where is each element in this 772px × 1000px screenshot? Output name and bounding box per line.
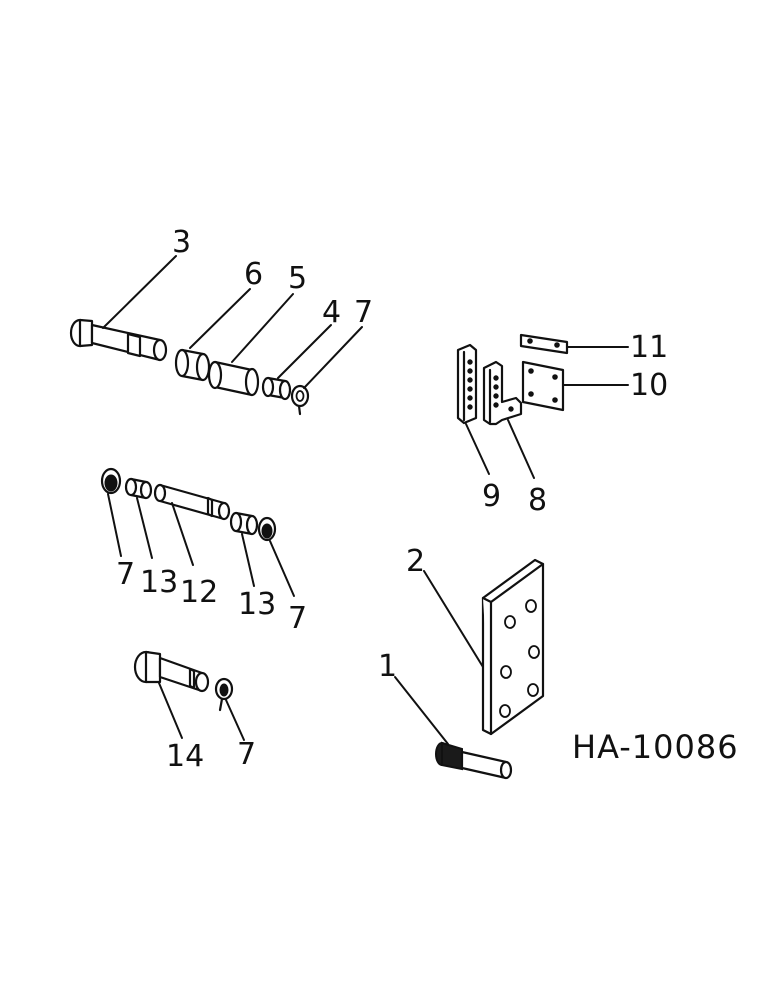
leader-4 <box>277 324 332 379</box>
clip-part-7-bottom <box>214 677 234 712</box>
bracket-part-9 <box>456 343 478 425</box>
plate-part-11 <box>519 333 569 355</box>
pin-part-12 <box>153 483 231 521</box>
bushing-part-5 <box>207 360 260 397</box>
mounting-plate-part-2 <box>481 558 545 736</box>
bushing-part-4 <box>261 376 292 401</box>
leader-5 <box>231 293 294 363</box>
pin-part-14 <box>133 650 210 693</box>
callout-8: 8 <box>528 483 547 518</box>
leader-7b <box>107 493 122 557</box>
leader-13b <box>241 533 255 587</box>
callout-2: 2 <box>406 544 425 579</box>
callout-7c: 7 <box>288 601 307 636</box>
stud-part-1 <box>435 741 513 780</box>
callout-10: 10 <box>630 368 668 403</box>
callout-13a: 13 <box>140 565 178 600</box>
callout-3: 3 <box>172 225 191 260</box>
callout-7d: 7 <box>237 737 256 772</box>
drawing-number: HA-10086 <box>572 728 739 766</box>
bushing-part-6 <box>174 348 211 382</box>
leader-14 <box>158 682 183 739</box>
callout-6: 6 <box>244 257 263 292</box>
leader-6 <box>189 288 251 349</box>
callout-4: 4 <box>322 295 341 330</box>
pin-part-3 <box>69 318 168 362</box>
callout-11: 11 <box>630 330 668 365</box>
callout-1: 1 <box>378 649 397 684</box>
clip-part-7-left <box>100 467 122 495</box>
callout-13b: 13 <box>238 587 276 622</box>
leader-12 <box>171 502 194 566</box>
leader-9 <box>465 423 490 475</box>
leader-1 <box>394 676 449 745</box>
plate-part-10 <box>521 360 565 412</box>
callout-14: 14 <box>166 739 204 774</box>
leader-7d <box>225 699 245 741</box>
leader-13a <box>136 497 153 559</box>
callout-9: 9 <box>482 479 501 514</box>
callout-5: 5 <box>288 261 307 296</box>
leader-2 <box>423 570 484 668</box>
callout-7a: 7 <box>354 295 373 330</box>
bushing-part-13-right <box>229 511 259 536</box>
bracket-part-8 <box>482 360 523 426</box>
clip-part-7-top <box>290 384 310 416</box>
leader-7a <box>303 326 363 389</box>
clip-part-7-right <box>257 516 277 542</box>
bushing-part-13-left <box>124 477 153 500</box>
leader-7c <box>269 540 295 597</box>
callout-12: 12 <box>180 575 218 610</box>
callout-7b: 7 <box>116 557 135 592</box>
leader-3 <box>102 255 177 329</box>
leader-8 <box>507 419 535 479</box>
